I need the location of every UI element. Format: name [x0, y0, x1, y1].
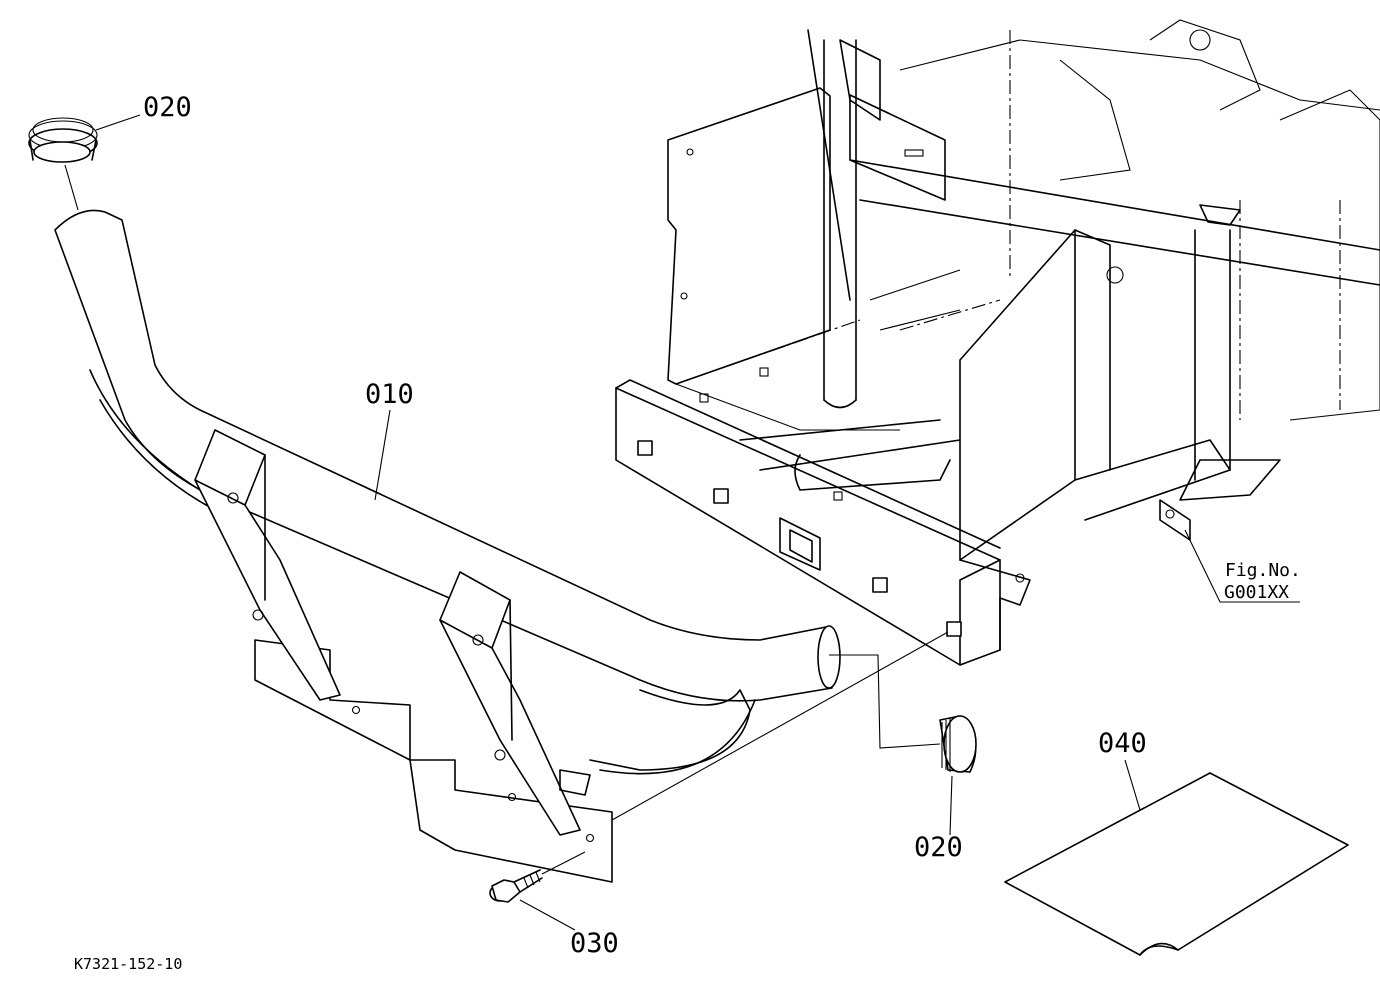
bumper-assembly: [54, 209, 841, 883]
frame-nut-3: [872, 577, 888, 593]
bolt-center-line: [541, 851, 586, 875]
leader-030: [519, 899, 576, 931]
frame-nut-2: [713, 488, 729, 504]
end-cap-bottom: [939, 715, 977, 773]
callout-020-top: 020: [143, 92, 192, 123]
leader-010: [374, 409, 391, 501]
fig-ref-leader: [1184, 529, 1300, 603]
leader-040: [1124, 759, 1141, 811]
drawing-id: K7321-152-10: [74, 955, 182, 973]
leader-020-top: [95, 114, 141, 131]
frame-nut-1: [637, 440, 653, 456]
cap-center-line-top: [64, 164, 79, 211]
chassis-frame: [615, 19, 1380, 666]
instruction-sheet: [1004, 772, 1349, 956]
callout-030: 030: [570, 928, 619, 959]
callout-020-bottom: 020: [914, 832, 963, 863]
flange-bolt: [489, 869, 543, 903]
frame-nut-4: [946, 621, 962, 637]
end-cap-top: [28, 117, 98, 163]
attach-line-1: [611, 631, 949, 821]
callout-010: 010: [365, 379, 414, 410]
callout-040: 040: [1098, 728, 1147, 759]
cap-insert-line-bottom: [829, 654, 941, 749]
fig-ref-title: Fig.No.: [1225, 560, 1301, 581]
fig-ref-code: G001XX: [1224, 582, 1289, 603]
leader-020-bottom: [949, 775, 953, 836]
